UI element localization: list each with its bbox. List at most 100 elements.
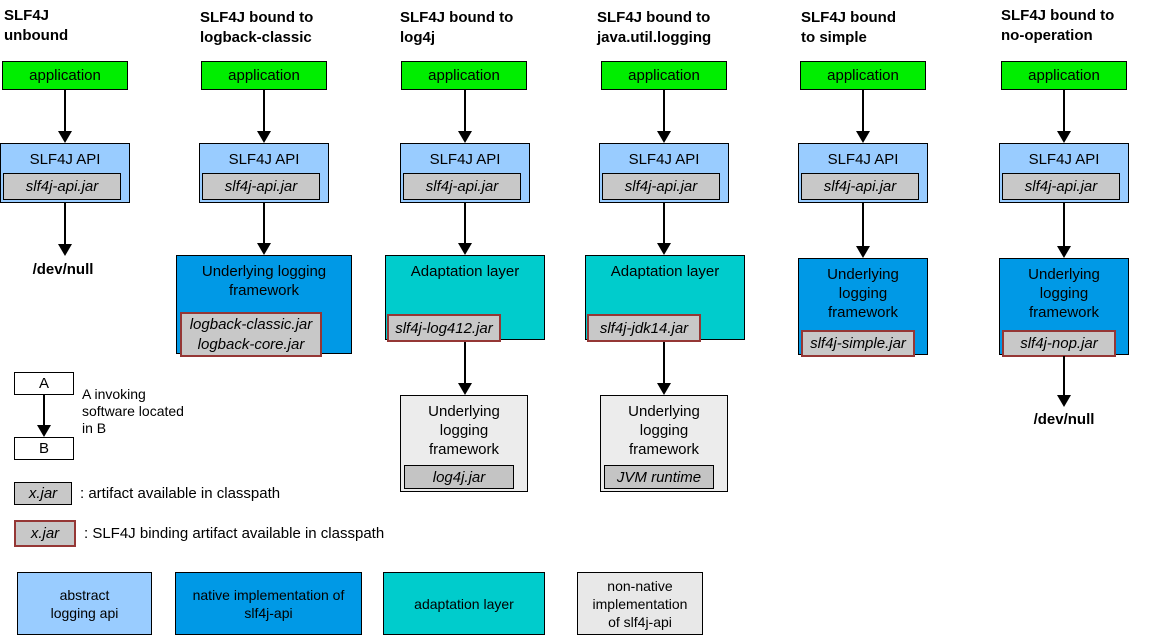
application-box: application [401,61,527,90]
arrow-down-icon [58,90,72,143]
underlying-framework-box: Underlying logging framework log4j.jar [400,395,528,492]
underlying-framework-box: Underlying logging framework logback-cla… [176,255,352,357]
adaptation-layer-box: Adaptation layer slf4j-jdk14.jar [585,255,745,342]
framework-label: Underlying logging framework [428,403,500,458]
title-line: unbound [4,27,69,44]
title-line: log4j [400,29,436,46]
slf4j-api-label: SLF4J API [628,151,700,168]
slf4j-api-label: SLF4J API [429,151,501,168]
arrow-down-icon [856,203,870,258]
legend-box-a: A [14,372,74,395]
underlying-framework-box: Underlying logging framework slf4j-nop.j… [999,258,1129,357]
adaptation-label: Adaptation layer [610,263,720,280]
title-line: SLF4J bound [801,9,896,26]
key-abstract-logging-api: abstract logging api [17,572,152,635]
key-non-native-implementation: non-native implementation of slf4j-api [577,572,703,635]
arrow-down-icon [1057,203,1071,258]
arrow-down-icon [257,203,271,255]
title-line: SLF4J bound to [400,9,514,26]
application-box: application [2,61,128,90]
key-label: adaptation layer [414,595,514,612]
arrow-down-icon [856,90,870,143]
column-title-simple: SLF4J bound to simple [801,8,896,48]
column-title-jul: SLF4J bound to java.util.logging [597,8,711,48]
slf4j-api-box: SLF4J API slf4j-api.jar [798,143,928,203]
application-box: application [1001,61,1127,90]
adaptation-layer-box: Adaptation layer slf4j-log412.jar [385,255,545,342]
key-adaptation-layer: adaptation layer [383,572,545,635]
column-title-nop: SLF4J bound to no-operation [1001,6,1114,46]
framework-label: Underlying logging framework [628,403,700,458]
api-jar-label: slf4j-api.jar [801,173,919,200]
devnull-label: /dev/null [32,261,94,278]
adaptation-label: Adaptation layer [410,263,520,280]
column-title-logback: SLF4J bound to logback-classic [200,8,313,48]
application-box: application [800,61,926,90]
key-label: non-native implementation of slf4j-api [592,577,688,630]
legend-text-line: in B [82,420,107,436]
slf4j-api-box: SLF4J API slf4j-api.jar [199,143,329,203]
slf4j-api-box: SLF4J API slf4j-api.jar [0,143,130,203]
binding-jar-label: logback-classic.jar logback-core.jar [180,312,322,357]
legend-box-b: B [14,437,74,460]
jar-line: logback-core.jar [197,335,305,353]
key-native-implementation: native implementation of slf4j-api [175,572,362,635]
jar-line: logback-classic.jar [189,315,313,333]
arrow-down-icon [37,395,51,437]
arrow-down-icon [257,90,271,143]
api-jar-label: slf4j-api.jar [403,173,521,200]
key-label: abstract logging api [50,586,119,621]
title-line: no-operation [1001,27,1093,44]
slf4j-api-box: SLF4J API slf4j-api.jar [400,143,530,203]
legend-artifact-text: : artifact available in classpath [80,485,281,502]
slf4j-api-label: SLF4J API [29,151,101,168]
binding-jar-label: slf4j-simple.jar [801,330,915,357]
title-line: SLF4J bound to [200,9,314,26]
column-title-log4j: SLF4J bound to log4j [400,8,513,48]
legend-artifact-jar: x.jar [14,482,72,505]
slf4j-api-box: SLF4J API slf4j-api.jar [999,143,1129,203]
legend-binding-jar: x.jar [14,520,76,547]
title-line: to simple [801,29,867,46]
column-title-unbound: SLF4J unbound [4,6,68,46]
slf4j-api-box: SLF4J API slf4j-api.jar [599,143,729,203]
binding-jar-label: slf4j-log412.jar [387,314,501,342]
application-box: application [601,61,727,90]
title-line: logback-classic [200,29,312,46]
arrow-down-icon [458,342,472,395]
slf4j-api-label: SLF4J API [228,151,300,168]
key-label: native implementation of slf4j-api [192,586,345,621]
arrow-down-icon [1057,356,1071,407]
legend-text-line: A invoking [82,386,146,402]
framework-label: Underlying logging framework [201,263,327,299]
underlying-framework-box: Underlying logging framework slf4j-simpl… [798,258,928,357]
application-box: application [201,61,327,90]
legend-text-line: software located [82,403,184,419]
slf4j-api-label: SLF4J API [1028,151,1100,168]
title-line: java.util.logging [597,29,712,46]
underlying-framework-box: Underlying logging framework JVM runtime [600,395,728,492]
api-jar-label: slf4j-api.jar [202,173,320,200]
arrow-down-icon [58,203,72,256]
arrow-down-icon [657,203,671,255]
api-jar-label: slf4j-api.jar [602,173,720,200]
api-jar-label: slf4j-api.jar [1002,173,1120,200]
framework-label: Underlying logging framework [1028,266,1100,321]
arrow-down-icon [458,203,472,255]
slf4j-api-label: SLF4J API [827,151,899,168]
binding-jar-label: slf4j-nop.jar [1002,330,1116,357]
title-line: SLF4J bound to [1001,7,1115,24]
api-jar-label: slf4j-api.jar [3,173,121,200]
legend-invoke-text: A invoking software located in B [82,386,184,437]
title-line: SLF4J bound to [597,9,711,26]
jar-label: JVM runtime [604,465,714,489]
binding-jar-label: slf4j-jdk14.jar [587,314,701,342]
arrow-down-icon [1057,90,1071,143]
arrow-down-icon [657,342,671,395]
devnull-label: /dev/null [1033,411,1095,428]
legend-binding-text: : SLF4J binding artifact available in cl… [84,525,385,542]
jar-label: log4j.jar [404,465,514,489]
arrow-down-icon [458,90,472,143]
framework-label: Underlying logging framework [827,266,899,321]
